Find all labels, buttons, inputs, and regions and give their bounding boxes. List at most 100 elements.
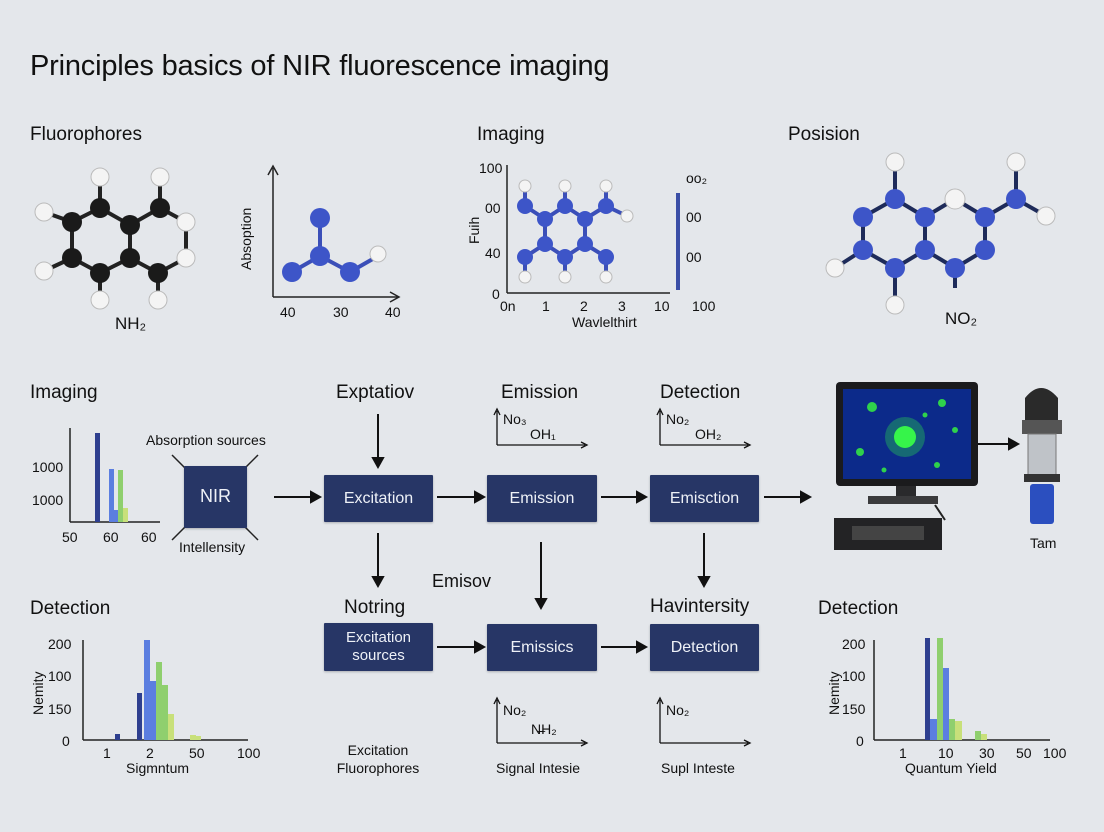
imaging-top-xtick-3: 2 [580,298,588,314]
imaging-top-xtick-2: 1 [542,298,550,314]
fluorophore-label: NH₂ [115,314,147,333]
middle-arrows [274,414,1021,611]
detection-left-heading: Detection [30,598,111,619]
tam-label: Tam [1030,535,1057,551]
detection-right-bar-8 [981,734,987,740]
page-title: Principles basics of NIR fluorescence im… [30,50,610,82]
detection-left-xtick-4: 100 [237,745,261,761]
detection-right-ytick-4: 0 [856,733,864,749]
detection-right-ytick-1: 200 [842,636,866,652]
detection-right-bar-5 [949,719,955,740]
absorption-plot [267,164,401,303]
nir-corner-lines [171,454,259,541]
fluorophore-atoms [34,167,196,310]
imaging-top-ytick-4: 0 [492,286,500,302]
imaging-top-xtick-4: 3 [618,298,626,314]
detection-box-bottom: Detection [650,624,759,671]
imaging-bar-1 [95,433,100,522]
imaging-bar-ytick-2: 1000 [32,492,64,508]
absorption-tick-3: 40 [385,304,401,320]
absorption-molecule-atoms [282,208,387,282]
detection-right-heading: Detection [818,598,899,619]
detection-right-bar-7 [975,731,981,740]
imaging-bar-2 [109,469,114,522]
nir-box: NIR [184,466,247,528]
imaging-top-right-label-1: oo₂ [686,170,708,186]
imaging-bar-4 [118,470,123,522]
havintersity-heading: Havintersity [650,596,750,617]
emisov-label: Emisov [432,571,492,591]
detection-left-ylabel: Nemity [30,671,46,715]
detection-right-bar-1 [925,638,930,740]
excitation-sources-box: Excitation sources [324,623,433,671]
detection-right-bar-2 [930,719,937,740]
imaging-middle-heading: Imaging [30,382,98,403]
mini-emission-label-b: OH₁ [530,426,556,442]
fluorophores-heading: Fluorophores [30,124,142,145]
detection-left-xtick-1: 1 [103,745,111,761]
excitation-box: Excitation [324,475,433,522]
bottom-arrows [437,640,649,654]
imaging-bar-3 [114,510,119,522]
emission-heading: Emission [501,382,579,403]
detection-left-bar-6 [162,685,168,740]
imaging-bar-xtick-2: 60 [103,529,119,545]
mini-detection-label-b: OH₂ [695,426,722,442]
imaging-top-xtick-6: 100 [692,298,716,314]
detection-right-bar-3 [937,638,943,740]
excitation-heading: Exptatiov [336,382,415,403]
detection-left-ytick-2: 100 [48,668,72,684]
emission-box: Emission [487,475,597,522]
mini-emission-label-a: No₃ [503,411,527,427]
imaging-top-spectrum-bar [676,193,680,290]
detection-right-bar-4 [943,668,949,740]
absorption-tick-2: 30 [333,304,349,320]
detection-right-ytick-2: 100 [842,668,866,684]
bottom-mini-a-label-1: No₂ [503,702,527,718]
detection-left-bar-8 [190,735,196,740]
detection-left-xtick-2: 2 [146,745,154,761]
notring-heading: Notring [344,597,406,618]
detection-left-xlabel: Sigmntum [126,760,190,776]
bottom-mini-a-label-2: N̵̶H₂ [531,721,557,737]
detection-right-xtick-2: 10 [938,745,954,761]
detection-left-bar-7 [168,714,174,740]
imaging-top-right-label-2: 00 [686,209,702,225]
detection-right-xlabel: Quantum Yield [905,760,997,776]
mini-detection-label-a: No₂ [666,411,690,427]
absorption-sources-label: Absorption sources [146,432,266,448]
detection-left-bar-4 [150,681,156,740]
detection-right-xtick-4: 50 [1016,745,1032,761]
detection-left-ytick-3: 150 [48,701,72,717]
excitation-fluorophores-caption: Excitation Fluorophores [336,742,420,777]
detection-left-bar-1 [115,734,120,740]
detection-left-bar-3 [144,640,150,740]
supl-inteste-caption: Supl Inteste [661,760,735,776]
imaging-top-molecule-atoms [517,179,634,284]
imaging-top-axes [506,165,670,294]
imaging-bar-5 [123,508,128,522]
detection-right-ytick-3: 150 [842,701,866,717]
imaging-top-xtick-5: 10 [654,298,670,314]
signal-intesie-caption: Signal Intesie [496,760,581,776]
microscope-monitor [834,382,978,550]
detection-left-xtick-3: 50 [189,745,205,761]
imaging-top-xlabel: Wavlelthirt [572,314,637,330]
posision-molecule-atoms [825,152,1056,315]
detection-left-bar-5 [156,662,162,740]
mini-emission-axes [493,407,752,449]
imaging-top-xtick-1: 0n [500,298,516,314]
imaging-top-ytick-1: 100 [479,160,503,176]
imaging-top-ytick-3: 40 [485,245,501,261]
imaging-bar-ytick-1: 1000 [32,459,64,475]
detection-right-xtick-5: 100 [1043,745,1067,761]
imaging-top-right-label-3: 00 [686,249,702,265]
posision-label: NO₂ [945,309,978,328]
imaging-bar-xtick-3: 60 [141,529,157,545]
detection-left-ytick-1: 200 [48,636,72,652]
imaging-top-heading: Imaging [477,124,545,145]
detector-tube [1022,388,1062,524]
